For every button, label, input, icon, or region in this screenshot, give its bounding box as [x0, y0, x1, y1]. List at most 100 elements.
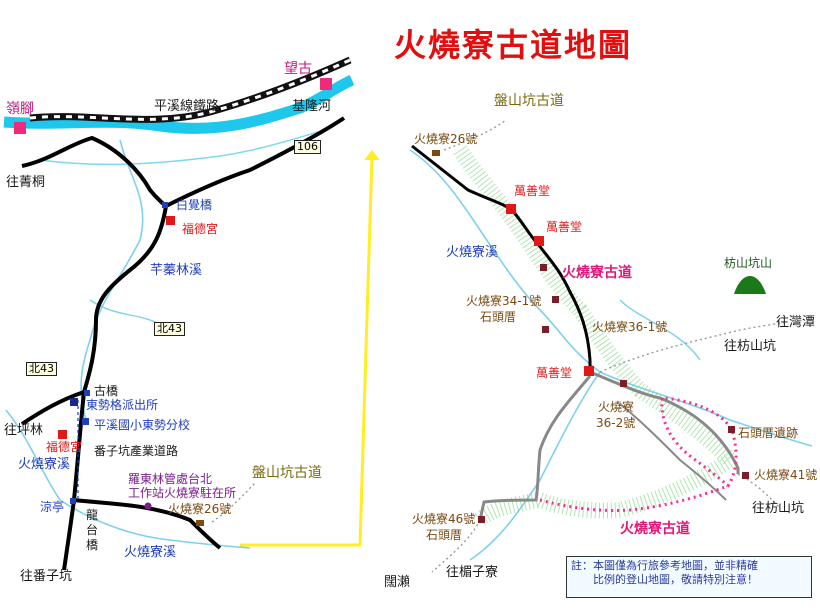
house-34-1b-marker: [552, 296, 559, 303]
fangshankeng-mountain: [734, 276, 766, 294]
label-to-fanzikeng: 往番子坑: [20, 569, 73, 584]
label-trail-name-2: 火燒寮古道: [620, 521, 690, 537]
road-sign-bei43-b: 北43: [26, 362, 57, 376]
label-wanshan-3: 萬善堂: [536, 366, 573, 380]
label-house-36-1: 火燒寮36-1號: [592, 320, 668, 334]
label-panshankeng-left: 盤山坑古道: [252, 465, 322, 481]
road-106: [165, 116, 346, 208]
lingjiao-station-marker: [14, 122, 26, 134]
house-26-marker-right: [432, 150, 440, 156]
label-pavilion: 涼亭: [40, 500, 65, 514]
label-wanggu: 望古: [284, 61, 312, 77]
label-forestry-office: 羅東林管處台北: [128, 472, 213, 486]
label-house-36-2-a: 火燒寮: [598, 400, 635, 414]
label-huoshaoliao-stream-right: 火燒寮溪: [446, 245, 499, 260]
label-longtai-bridge: 龍台橋: [86, 508, 99, 552]
wanshan-1-marker: [506, 204, 516, 214]
house-46-marker: [478, 516, 485, 523]
fude-temple-marker: [166, 216, 175, 225]
label-industry-road: 番子坑產業道路: [94, 444, 179, 458]
road-sign-bei43-a: 北43: [154, 322, 185, 336]
house-34-1-marker: [540, 264, 547, 271]
label-fangshankeng-mt: 枋山坑山: [724, 256, 773, 270]
house-36-1-marker: [542, 326, 549, 333]
road-to-jingtong: [21, 135, 168, 208]
label-to-pinglin: 往坪林: [4, 423, 44, 438]
connector-arrowhead: [364, 150, 380, 160]
house-26-marker-left: [196, 520, 204, 526]
note-line-2: 比例的登山地圖，敬請特別注意！: [593, 573, 758, 586]
baijue-bridge-marker: [162, 202, 168, 208]
huoshaoliao-stream-right: [409, 149, 813, 447]
wanshan-2-marker: [534, 236, 544, 246]
house-36-2-marker: [620, 380, 627, 387]
label-old-bridge: 古橋: [94, 384, 119, 398]
map-title: 火燒寮古道地圖: [394, 26, 633, 64]
label-panshankeng-right: 盤山坑古道: [494, 93, 564, 109]
label-house-46: 火燒寮46號: [412, 512, 476, 526]
school-marker: [82, 418, 89, 425]
pavilion-marker: [70, 498, 76, 504]
label-school: 平溪國小東勢分校: [94, 418, 191, 432]
disclaimer-note: 註：本圖僅為行旅參考地圖，並非精確 比例的登山地圖，敬請特別注意！: [566, 556, 812, 598]
label-house-41: 火燒寮41號: [754, 468, 818, 482]
road-sign-106: 106: [294, 140, 321, 154]
label-house-26-right: 火燒寮26號: [414, 132, 478, 146]
label-fude-temple-2: 福德宮: [46, 440, 83, 454]
label-to-jingtong: 往菁桐: [6, 175, 46, 190]
forestry-station-marker: [144, 502, 152, 510]
river-branch-lower: [39, 131, 319, 166]
label-fude-temple: 福德宮: [182, 222, 219, 236]
keelung-river: [3, 74, 355, 134]
stone-ruins-marker: [728, 426, 735, 433]
old-bridge-marker: [84, 390, 90, 396]
label-to-fangshankeng-1: 往枋山坑: [724, 339, 777, 354]
wanshan-3-marker: [584, 366, 594, 376]
label-lingjiao: 嶺腳: [6, 101, 34, 117]
side-trail-loop: [589, 370, 740, 474]
label-trail-name-1: 火燒寮古道: [562, 265, 632, 281]
wanggu-station-marker: [320, 78, 332, 90]
label-baijue-bridge: 白覺橋: [176, 198, 213, 212]
main-trail-upper: [411, 144, 592, 372]
label-stone-house-1: 石頭厝: [480, 310, 517, 324]
label-keelung-river: 基隆河: [292, 99, 332, 114]
police-station-marker: [70, 398, 78, 406]
panshankeng-pointer-left: [211, 481, 257, 523]
vegetation-band: [453, 145, 743, 527]
huoshaoliao-stream-left: [5, 409, 251, 549]
road-to-26: [73, 498, 222, 550]
label-to-wandan: 往灣潭: [776, 315, 816, 330]
side-trail-west: [478, 375, 592, 521]
label-house-34-1: 火燒寮34-1號: [466, 294, 542, 308]
label-to-fangshankeng-2: 往枋山坑: [752, 501, 805, 516]
trail-to-kuolai: [431, 519, 481, 573]
label-forestry-station: 工作站火燒寮駐在所: [128, 486, 237, 500]
stream-to-kuolai: [469, 371, 601, 561]
pingxi-railway-ties: [29, 58, 351, 121]
label-house-26-left: 火燒寮26號: [168, 502, 232, 516]
fude-temple-2-marker: [58, 430, 67, 439]
label-qianye-stream: 芊蓁林溪: [150, 263, 203, 278]
qianye-stream: [80, 139, 144, 421]
huoshaoliao-trail-dotted: [539, 396, 738, 512]
side-stream-right: [619, 299, 701, 361]
connector-arrow: [240, 155, 374, 547]
label-house-36-2-b: 36-2號: [596, 416, 636, 430]
label-huoshaoliao-stream-left: 火燒寮溪: [18, 457, 71, 472]
label-to-jiezikeng: 往楣子寮: [446, 565, 499, 580]
note-line-1: 註：本圖僅為行旅參考地圖，並非精確: [571, 559, 758, 572]
label-huoshaoliao-stream-left-2: 火燒寮溪: [124, 545, 177, 560]
label-railway: 平溪線鐵路: [154, 99, 220, 114]
label-stone-house-2: 石頭厝: [426, 528, 463, 542]
label-wanshan-1: 萬善堂: [514, 184, 551, 198]
trail-to-wandan: [599, 321, 787, 373]
label-wanshan-2: 萬善堂: [546, 220, 583, 234]
road-to-pinglin: [20, 390, 85, 426]
label-kuolai: 闊瀨: [384, 575, 411, 590]
label-stone-ruins: 石頭厝遺跡: [738, 426, 799, 440]
road-fanzikeng-industry: [62, 391, 86, 571]
road-bei43: [82, 205, 168, 393]
